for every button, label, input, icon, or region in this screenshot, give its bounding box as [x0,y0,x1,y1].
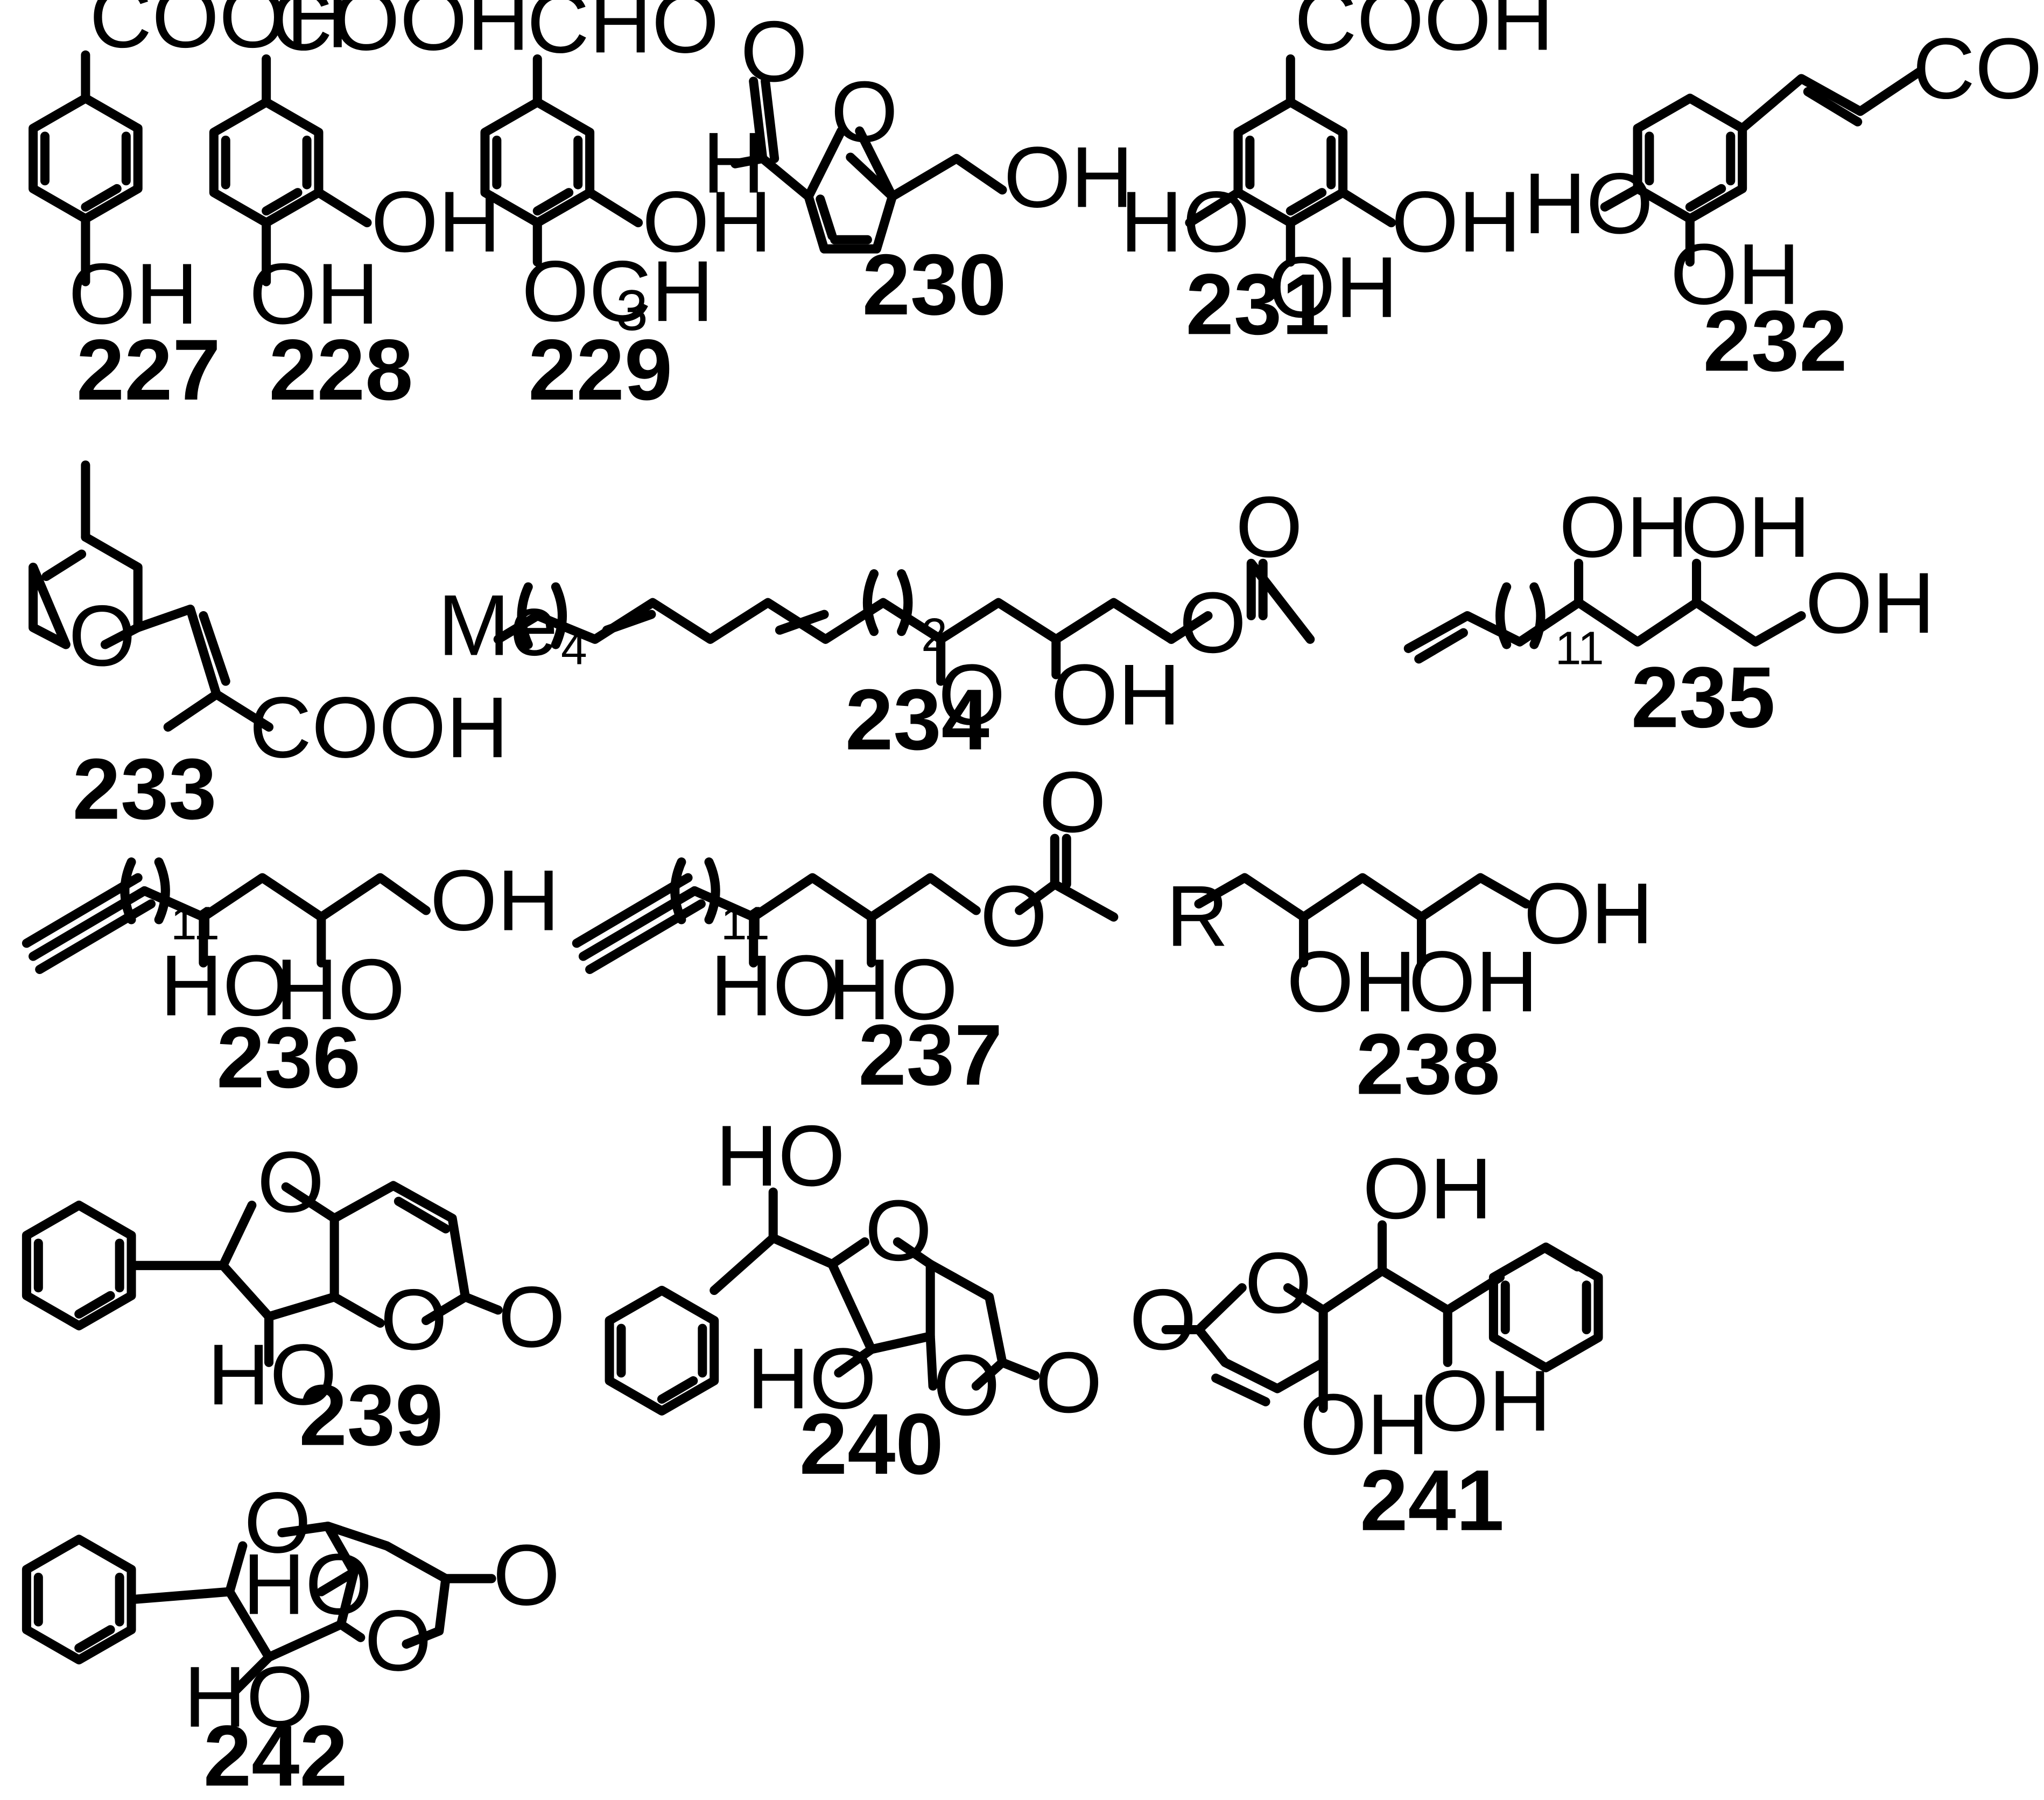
furan-o-label: O [831,64,898,160]
structure-231: COOH HO OH OH 231 [1120,0,1554,353]
furan-o-label: O [257,1134,325,1231]
compound-label-233: 233 [73,741,217,838]
carbonyl-o-label: O [1235,479,1303,576]
oh-label: OH [1300,1377,1429,1473]
ho-label: HO [243,1537,373,1633]
repeat-subscript-11: 11 [721,897,770,949]
cooh-label: COOH [89,0,349,66]
compound-label-231: 231 [1186,256,1330,353]
compound-label-234: 234 [845,672,989,768]
oh-label: OH [249,246,379,342]
r-label: R [1166,869,1228,965]
pyranone-o-label: O [1245,1235,1312,1332]
oh-label: OH [642,174,772,270]
structure-239: O O O HO 239 [22,1134,565,1464]
ho-label: HO [1120,174,1250,270]
aldehyde-o-label: O [740,4,807,100]
oh-label: OH [1051,647,1181,743]
ho-label: HO [160,938,290,1034]
structure-227: COOH OH 227 [29,0,349,418]
lactone-o-label: O [380,1272,447,1368]
ho-label: HO [276,942,405,1038]
compound-label-241: 241 [1360,1453,1504,1549]
carbonyl-o-label: O [498,1269,565,1365]
cooh-label: COOH [1295,0,1554,68]
compound-label-228: 228 [269,322,413,418]
ho-label: HO [184,1649,313,1746]
structure-234: Me 4 2 O OH O O 234 [438,479,1315,768]
compound-label-235: 235 [1631,649,1775,746]
furan-o-label: O [865,1183,932,1279]
repeat-subscript-11: 11 [1555,622,1604,675]
lactone-o-label: O [933,1337,1000,1434]
me-label: Me [438,578,558,674]
ester-o-label: O [980,869,1048,965]
cooh-label: COOH [270,0,530,68]
pyran-o-label: O [68,588,136,684]
structure-235: 11 OH OH OH 235 [1403,479,1935,746]
oh-label: OH [1422,1353,1551,1449]
structure-236: 11 OH HO HO 236 [22,852,560,1106]
oh-label: OH [430,852,560,949]
compound-label-240: 240 [799,1396,944,1493]
carbonyl-o-label: O [1129,1272,1197,1368]
structure-238: R OH OH OH 238 [1166,866,1653,1113]
oh-label: OH [1681,479,1810,576]
compound-label-242: 242 [203,1708,348,1800]
och3-label: OCH [522,243,714,340]
ketone-o-label: O [938,647,1006,743]
lactone-o-label: O [364,1593,432,1689]
oh-label: OH [1392,174,1521,270]
structure-242: O HO O O HO 242 [22,1475,560,1800]
carbonyl-o-label: O [493,1527,560,1623]
ho-label: HO [828,942,958,1038]
oh-label: OH [1670,226,1800,323]
oh-label: OH [1362,1141,1492,1237]
h-label: H [703,115,765,212]
structure-230: O O H OH 230 [703,4,1133,333]
repeat-subscript-2: 2 [921,608,947,661]
compound-label-239: 239 [299,1368,443,1464]
oh-label: OH [1408,934,1538,1030]
structure-233: O COOH 233 [29,460,509,838]
compound-label-236: 236 [216,1010,361,1106]
ho-label: HO [207,1327,337,1423]
compound-label-229: 229 [528,322,672,418]
oh-label: OH [1805,555,1935,652]
pyran-o-label: O [244,1475,311,1571]
oh-label: OH [68,246,198,342]
compound-label-230: 230 [862,237,1007,333]
oh-label: OH [1268,240,1398,336]
repeat-subscript-4: 4 [561,622,587,675]
carbonyl-o-label: O [1039,754,1106,851]
oh-label: OH [1287,934,1416,1030]
ho-label: HO [1523,156,1653,252]
oh-label: OH [1523,866,1653,962]
structure-228: COOH OH OH 228 [209,0,530,418]
structure-232: COOH HO OH 232 [1523,20,2044,389]
carbonyl-o-label: O [1035,1335,1102,1431]
repeat-subscript-11: 11 [171,897,220,949]
oh-label: OH [1003,129,1133,226]
compound-label-238: 238 [1356,1017,1500,1113]
ester-o-label: O [1179,575,1246,671]
cooh-label: COOH [249,680,509,776]
ho-label: HO [710,938,840,1034]
ho-label: HO [747,1331,877,1427]
subscript-3: 3 [616,278,648,342]
compound-label-232: 232 [1703,293,1848,390]
structure-237: 11 O O HO HO 237 [572,754,1119,1104]
cooh-label: COOH [1913,20,2044,117]
compound-label-227: 227 [76,322,221,418]
compound-label-237: 237 [858,1007,1002,1104]
cho-label: CHO [527,0,719,71]
oh-label: OH [371,174,501,270]
oh-label: OH [1559,479,1689,576]
structure-240: HO O HO O O 240 [605,1108,1102,1493]
structure-229: CHO OH OCH 3 229 [480,0,772,418]
structure-241: O O OH OH OH 241 [1129,1141,1603,1549]
ho-label: HO [715,1108,845,1204]
